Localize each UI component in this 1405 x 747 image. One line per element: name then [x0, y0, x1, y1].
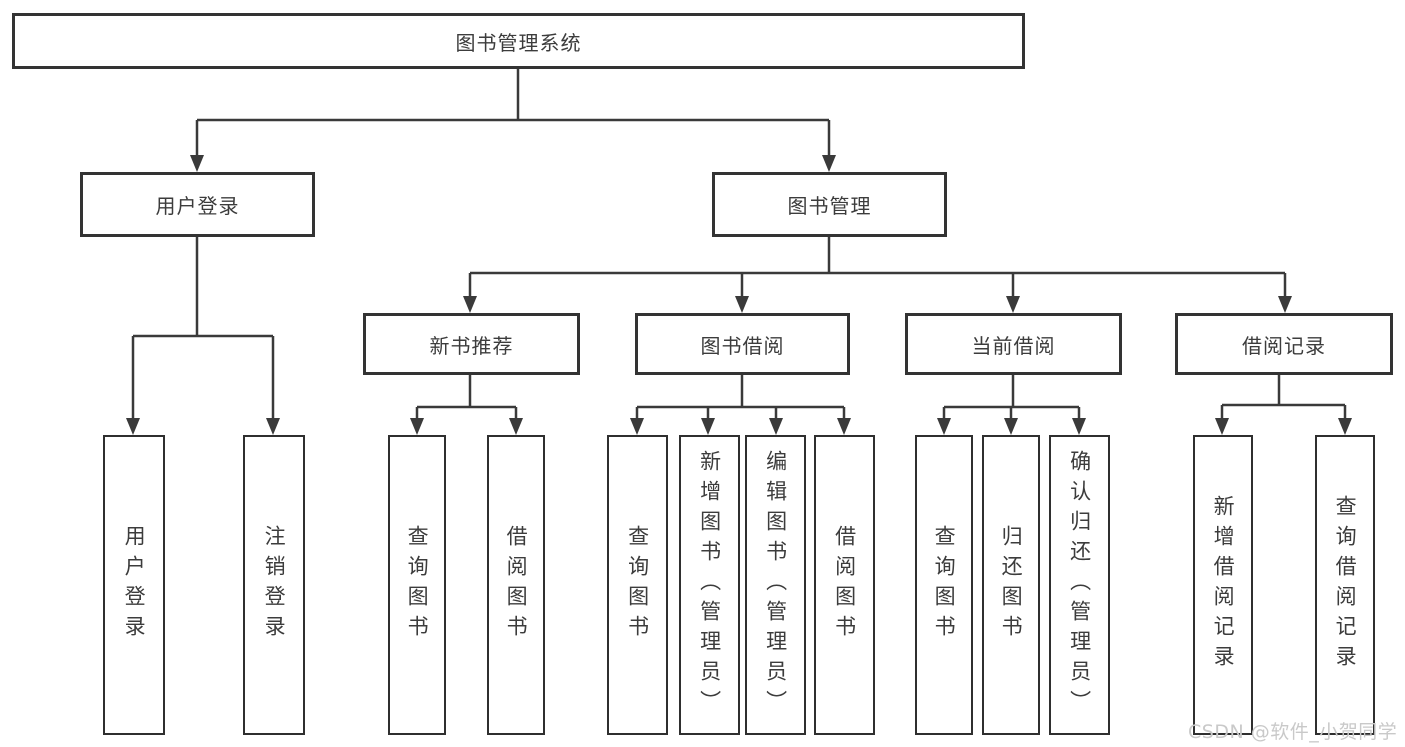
leaf-return-books: 归还图书	[982, 435, 1040, 735]
leaf-borrow-books-recommend: 借阅图书	[487, 435, 545, 735]
leaf-query-books-borrow: 查询图书	[607, 435, 668, 735]
node-user-login-label: 用户登录	[155, 194, 240, 218]
leaf-edit-books-admin: 编辑图书（管理员）	[745, 435, 806, 735]
leaf-add-books-admin-label: 新增图书（管理员）	[697, 450, 722, 720]
node-root-label: 图书管理系统	[455, 30, 582, 55]
node-borrow-records: 借阅记录	[1175, 313, 1393, 375]
leaf-query-books-recommend-label: 查询图书	[405, 525, 430, 645]
node-book-borrow-label: 图书借阅	[700, 333, 785, 358]
leaf-query-books-borrow-label: 查询图书	[625, 525, 650, 645]
leaf-edit-books-admin-label: 编辑图书（管理员）	[763, 450, 788, 720]
node-book-management-label: 图书管理	[787, 194, 872, 218]
node-new-book-recommend: 新书推荐	[363, 313, 580, 375]
leaf-query-borrow-record-label: 查询借阅记录	[1333, 495, 1358, 675]
leaf-return-books-label: 归还图书	[999, 525, 1024, 645]
leaf-query-books-current-label: 查询图书	[932, 525, 957, 645]
leaf-user-login: 用户登录	[103, 435, 165, 735]
node-user-login: 用户登录	[80, 172, 315, 237]
leaf-confirm-return-admin: 确认归还（管理员）	[1049, 435, 1110, 735]
leaf-borrow-books-recommend-label: 借阅图书	[504, 525, 529, 645]
leaf-query-books-recommend: 查询图书	[388, 435, 446, 735]
node-root-system: 图书管理系统	[12, 13, 1025, 69]
leaf-query-borrow-record: 查询借阅记录	[1315, 435, 1375, 735]
leaf-add-borrow-record-label: 新增借阅记录	[1211, 495, 1236, 675]
node-current-borrow-label: 当前借阅	[971, 333, 1056, 358]
leaf-logout: 注销登录	[243, 435, 305, 735]
leaf-query-books-current: 查询图书	[915, 435, 973, 735]
leaf-add-borrow-record: 新增借阅记录	[1193, 435, 1253, 735]
node-book-management: 图书管理	[712, 172, 947, 237]
csdn-watermark: CSDN @软件_小贺同学	[1188, 721, 1398, 743]
leaf-confirm-return-admin-label: 确认归还（管理员）	[1067, 450, 1092, 720]
leaf-add-books-admin: 新增图书（管理员）	[679, 435, 740, 735]
node-book-borrow: 图书借阅	[635, 313, 850, 375]
leaf-logout-label: 注销登录	[262, 525, 287, 645]
leaf-user-login-label: 用户登录	[122, 525, 147, 645]
leaf-borrow-books: 借阅图书	[814, 435, 875, 735]
leaf-borrow-books-label: 借阅图书	[832, 525, 857, 645]
node-borrow-records-label: 借阅记录	[1242, 333, 1326, 358]
node-new-book-recommend-label: 新书推荐	[429, 333, 514, 358]
node-current-borrow: 当前借阅	[905, 313, 1122, 375]
